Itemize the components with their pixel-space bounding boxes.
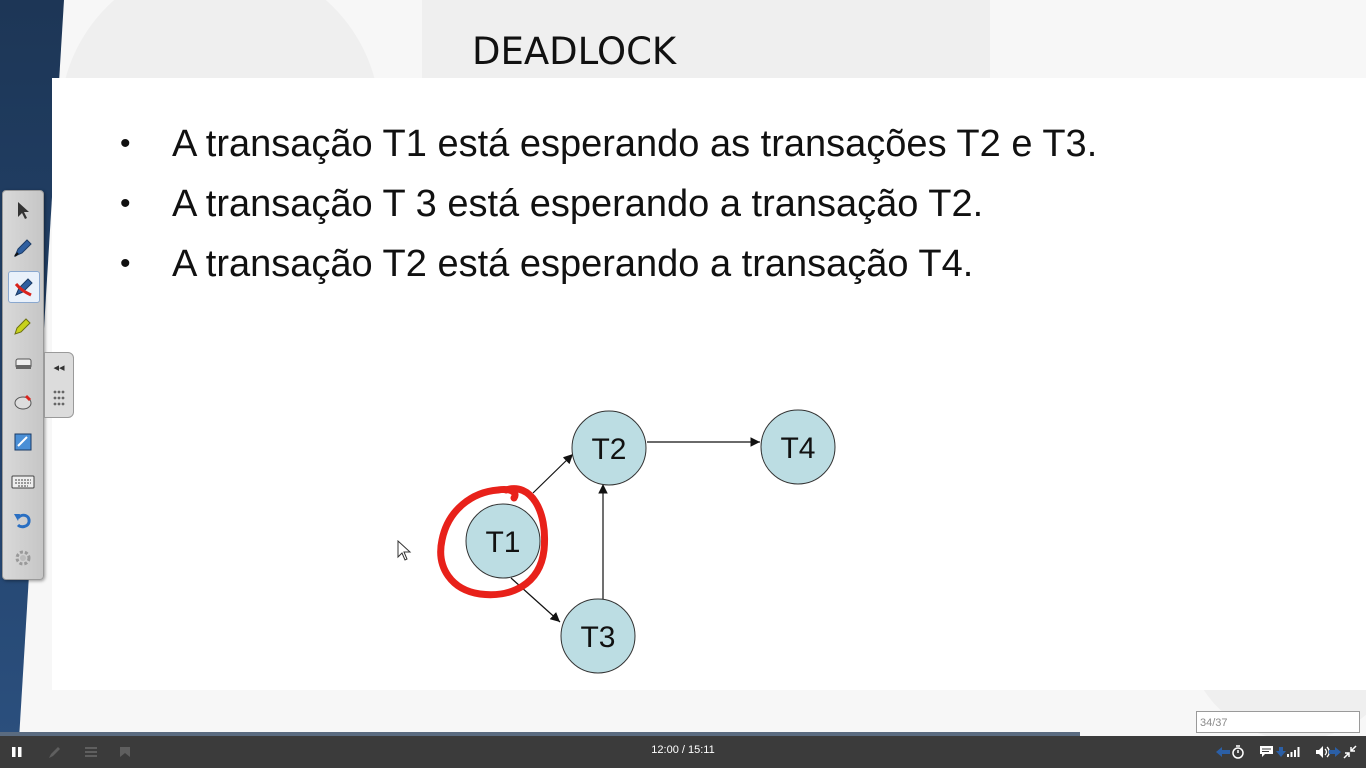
chat-icon <box>1259 746 1273 757</box>
node-t1-circle <box>465 503 541 579</box>
collapse-left-icon: ◂◂ <box>53 361 65 374</box>
ink-toolbar <box>2 190 44 580</box>
collapse-icon <box>1343 745 1357 759</box>
stopwatch-icon <box>1232 745 1244 759</box>
slide-title: DEADLOCK <box>472 30 677 73</box>
bookmark-icon <box>120 747 130 757</box>
page-counter: 34/37 <box>1196 711 1360 733</box>
bullet-item: • A transação T1 está esperando as transa… <box>116 118 1097 178</box>
pen-tool-button[interactable] <box>44 736 66 768</box>
playback-time: 12:00 / 15:11 <box>651 744 715 756</box>
mouse-cursor-icon <box>397 540 412 561</box>
wait-for-graph: T2 T4 T1 T3 <box>437 409 836 674</box>
exit-fullscreen-button[interactable] <box>1340 736 1360 768</box>
node-t4-label: T4 <box>780 432 815 465</box>
ink-highlight-circle <box>437 485 549 599</box>
node-t2: T2 <box>571 410 647 486</box>
bookmark-button[interactable] <box>114 736 136 768</box>
list-icon <box>85 747 97 757</box>
node-t1: T1 <box>465 503 541 579</box>
forward-button[interactable] <box>1326 736 1344 768</box>
node-t1-label: T1 <box>485 526 520 559</box>
down-arrow-button[interactable] <box>1272 736 1290 768</box>
pen-icon <box>49 747 60 758</box>
slide: DEADLOCK • A transação T1 está esperando … <box>0 0 1366 736</box>
node-t4-circle <box>760 409 836 485</box>
bullet-text: A transação T2 está esperando a transaçã… <box>172 243 974 285</box>
captions-button[interactable] <box>1256 736 1276 768</box>
pointer-icon[interactable] <box>8 195 38 225</box>
arrow-right-icon <box>1329 747 1341 757</box>
bullet-dot: • <box>120 187 131 220</box>
node-t3-label: T3 <box>580 621 615 654</box>
node-t2-circle <box>571 410 647 486</box>
undo-icon[interactable] <box>8 505 38 535</box>
bullet-item: • A transação T 3 está esperando a transa… <box>116 178 1097 238</box>
bullet-dot: • <box>120 127 131 160</box>
grip-icon <box>53 390 65 406</box>
toolbar-collapse-handle[interactable]: ◂◂ <box>44 352 74 418</box>
quality-button[interactable] <box>1284 736 1302 768</box>
node-t4: T4 <box>760 409 836 485</box>
content-panel <box>52 78 1366 690</box>
signal-bars-icon <box>1287 747 1300 757</box>
pen-icon[interactable] <box>8 233 38 263</box>
highlighter-icon[interactable] <box>8 311 38 341</box>
bullet-item: • A transação T2 está esperando a transaç… <box>116 238 1097 298</box>
bullet-dot: • <box>120 247 131 280</box>
pause-icon <box>12 747 22 757</box>
progress-bar[interactable] <box>0 732 1080 736</box>
keyboard-icon[interactable] <box>8 467 38 497</box>
pen-red-icon[interactable] <box>8 271 40 303</box>
settings-icon[interactable] <box>8 543 38 573</box>
node-t2-label: T2 <box>591 433 626 466</box>
pause-button[interactable] <box>6 736 28 768</box>
eraser-all-icon[interactable] <box>8 387 38 417</box>
timer-button[interactable] <box>1228 736 1248 768</box>
bullet-text: A transação T1 está esperando as transaç… <box>172 123 1098 165</box>
node-t3-circle <box>560 598 636 674</box>
edge-t1-t2 <box>532 453 574 494</box>
node-t3: T3 <box>560 598 636 674</box>
rewind-button[interactable] <box>1212 736 1234 768</box>
arrow-down-icon <box>1276 747 1286 757</box>
arrow-left-icon <box>1216 747 1230 757</box>
player-control-bar: 12:00 / 15:11 <box>0 736 1366 768</box>
bullet-text: A transação T 3 está esperando a transaç… <box>172 183 984 225</box>
bullet-list: • A transação T1 está esperando as transa… <box>116 118 1097 298</box>
title-band <box>422 0 990 78</box>
slides-button[interactable] <box>80 736 102 768</box>
whiteboard-icon[interactable] <box>8 427 38 457</box>
eraser-icon[interactable] <box>8 349 38 379</box>
